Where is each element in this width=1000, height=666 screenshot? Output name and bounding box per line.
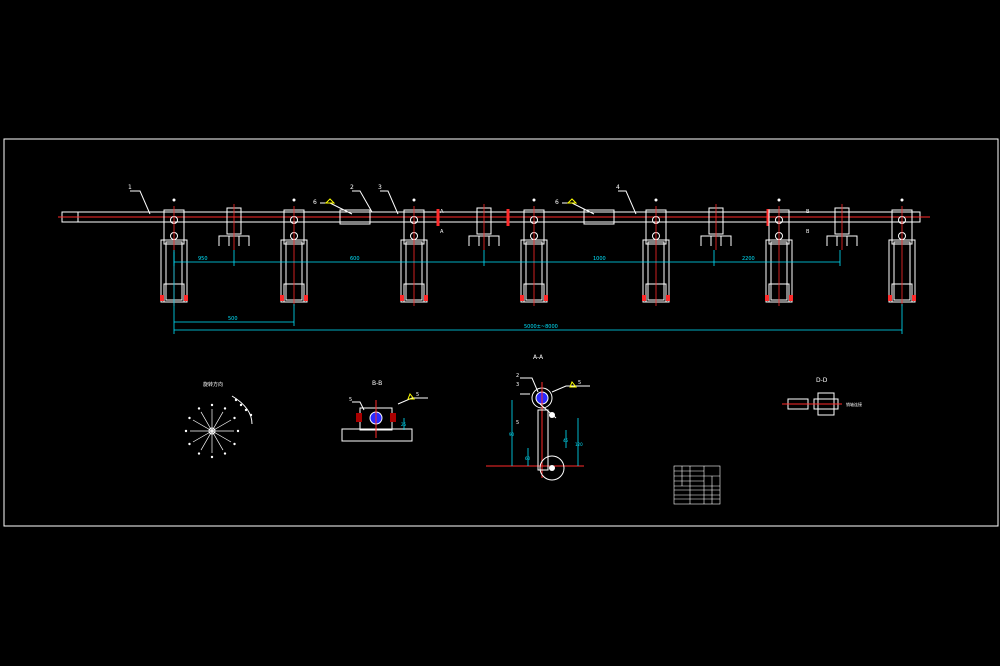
rotation-star-view: 旋转方向 <box>184 381 253 459</box>
arm-mark <box>777 198 781 202</box>
lifting-arm <box>520 206 548 306</box>
drawing-border <box>3 138 999 527</box>
rotation-mark <box>244 408 248 412</box>
arm-mark <box>292 198 296 202</box>
star-ray-mark <box>210 403 214 407</box>
dim-segment-1: 950 <box>198 256 208 262</box>
arm-mark <box>900 198 904 202</box>
section-c-title: D-D <box>816 377 828 384</box>
weld-symbol-b: 6 <box>555 198 595 215</box>
star-ray-mark <box>210 455 214 459</box>
lifting-arm <box>642 206 670 306</box>
lifting-arm <box>888 206 916 306</box>
bearing-clamp <box>468 204 500 250</box>
part-leaders <box>130 190 637 215</box>
star-ray-mark <box>223 452 227 455</box>
main-assembly-view: A A B B 1 2 3 4 6 6 <box>58 184 930 334</box>
section-a-view: A-A 5 2 3 5 90 60 120 45 <box>486 354 590 481</box>
svg-text:5: 5 <box>416 392 419 398</box>
bearing-clamp <box>218 204 250 250</box>
bearing-clamps <box>218 204 858 250</box>
arm-mark <box>412 198 416 202</box>
section-cut-b-label-2: B <box>806 229 810 235</box>
weld-symbol-a: 6 <box>313 198 353 215</box>
section-cut-a-label-2: A <box>440 229 444 235</box>
svg-text:120: 120 <box>575 442 583 447</box>
section-cut-b-label: B <box>806 209 810 215</box>
dim-segment-3: 1000 <box>593 256 606 262</box>
star-ray-mark <box>233 442 236 446</box>
section-c-view: D-D 销轴连接 <box>782 377 862 416</box>
svg-text:5: 5 <box>349 397 352 403</box>
section-cut-a-label: A <box>440 209 444 215</box>
part-label-2: 2 <box>350 184 354 191</box>
arm-number-marks <box>172 198 904 202</box>
star-view-title: 旋转方向 <box>203 381 223 388</box>
part-label-3: 3 <box>378 184 382 191</box>
star-ray <box>200 411 213 432</box>
arm-mark <box>654 198 658 202</box>
svg-text:3: 3 <box>516 382 519 388</box>
section-c-note: 销轴连接 <box>846 401 862 407</box>
star-ray-mark <box>236 429 240 433</box>
star-ray <box>192 430 213 443</box>
dim-segment-4: 2200 <box>742 256 755 262</box>
star-ray-mark <box>188 442 191 446</box>
star-ray-mark <box>188 416 191 420</box>
star-ray-mark <box>197 407 201 410</box>
star-ray <box>211 430 224 451</box>
svg-text:25: 25 <box>401 422 407 427</box>
arm-mark <box>532 198 536 202</box>
star-ray-mark <box>233 416 236 420</box>
star-ray <box>211 411 224 432</box>
dim-overall: 5000±~8000 <box>524 324 558 330</box>
dimension-chain <box>173 250 903 334</box>
star-ray-mark <box>184 429 188 433</box>
svg-text:5: 5 <box>578 380 581 386</box>
lifting-arms <box>160 206 916 306</box>
svg-text:6: 6 <box>555 199 559 206</box>
svg-text:5: 5 <box>516 420 519 426</box>
lifting-arm <box>400 206 428 306</box>
dim-segment-2: 600 <box>350 256 360 262</box>
star-ray <box>200 430 213 451</box>
arm-mark <box>172 198 176 202</box>
coupling-1 <box>339 209 371 225</box>
section-a-title: A-A <box>533 354 544 361</box>
svg-text:90: 90 <box>509 432 515 437</box>
title-block <box>673 465 721 505</box>
lifting-arm <box>280 206 308 306</box>
star-ray-mark <box>223 407 227 410</box>
star-ray-mark <box>197 452 201 455</box>
part-label-1: 1 <box>128 184 132 191</box>
part-label-4: 4 <box>616 184 620 191</box>
lifting-arm <box>765 206 793 306</box>
svg-text:6: 6 <box>313 199 317 206</box>
coupling-2 <box>583 209 615 225</box>
svg-text:60: 60 <box>525 456 531 461</box>
star-ray <box>211 430 232 443</box>
star-ray <box>192 419 213 432</box>
rotation-mark <box>239 403 243 407</box>
bearing-clamp <box>700 204 732 250</box>
svg-text:45: 45 <box>563 438 569 443</box>
bearing-clamp <box>826 204 858 250</box>
star-ray <box>211 419 232 432</box>
section-b-title: B-B <box>372 380 382 387</box>
svg-text:2: 2 <box>516 373 519 379</box>
section-b-view: B-B 5 5 25 <box>341 380 428 442</box>
dim-pitch: 500 <box>228 316 238 322</box>
